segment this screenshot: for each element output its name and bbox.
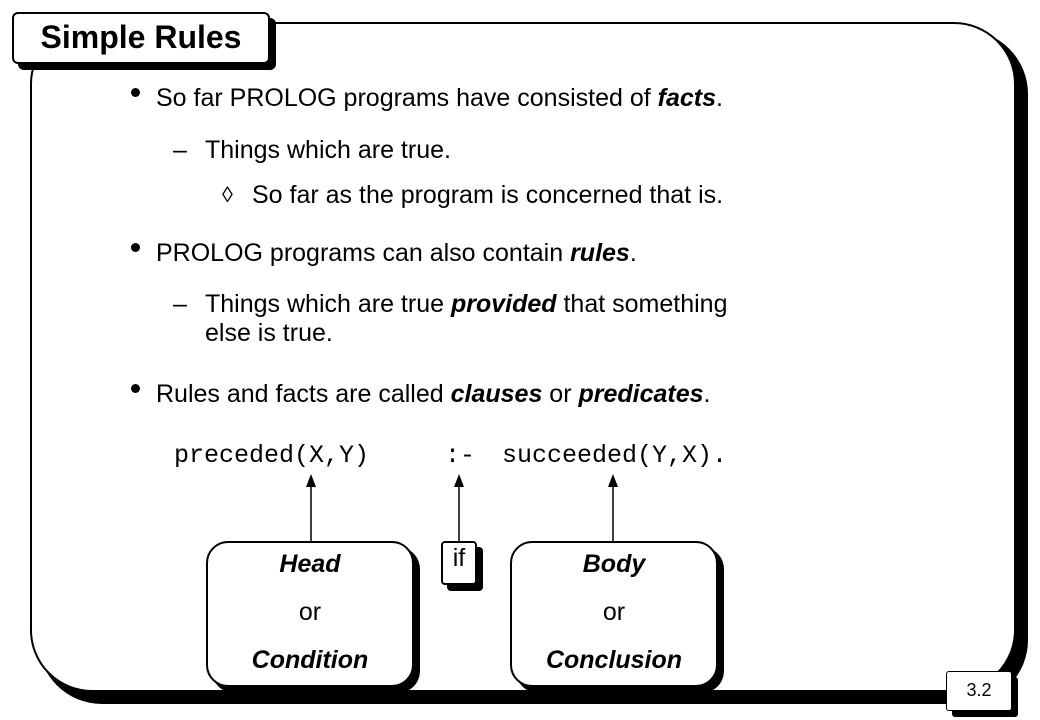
diamond-icon: ◊	[222, 182, 233, 207]
arrow-if	[454, 474, 464, 543]
condition-label: Condition	[251, 646, 369, 674]
bullet-3-text: Rules and facts are called	[156, 380, 451, 408]
body-label: Body	[582, 550, 646, 578]
body-box: Body or Conclusion	[510, 541, 718, 687]
code-operator: :-	[445, 441, 476, 470]
sub-bullet-marker: –	[173, 290, 187, 318]
title-box	[12, 12, 270, 64]
body-or-label: or	[602, 598, 626, 626]
head-or-label: or	[298, 598, 322, 626]
sub-bullet-2-line2: else is true.	[205, 319, 333, 347]
bullet-dot	[131, 384, 140, 393]
bullet-2-emphasis: rules	[570, 239, 630, 267]
bullet-2-text: PROLOG programs can also contain	[156, 239, 571, 267]
slide-title: Simple Rules	[40, 19, 242, 55]
sub-bullet-2-emphasis: provided	[450, 290, 557, 318]
if-box: if	[441, 541, 477, 585]
bullet-2: PROLOG programs can also contain rules.	[156, 238, 637, 268]
page-number: 3.2	[946, 671, 1012, 711]
head-label: Head	[279, 550, 341, 578]
arrow-head	[306, 474, 316, 543]
bullet-3-emphasis-2: predicates	[578, 380, 704, 408]
sub-bullet-2-text: Things which are true	[205, 290, 451, 318]
head-box: Head or Condition	[206, 541, 414, 687]
sub-bullet-marker: –	[173, 136, 187, 164]
sub-bullet-2: Things which are true provided that some…	[205, 289, 727, 319]
bullet-dot	[131, 243, 140, 252]
code-body: succeeded(Y,X).	[502, 441, 728, 470]
bullet-3-emphasis: clauses	[450, 380, 543, 408]
conclusion-label: Conclusion	[545, 646, 683, 674]
bullet-1-end: .	[716, 84, 723, 112]
bullet-1-text: So far PROLOG programs have consisted of	[156, 84, 658, 112]
sub-sub-bullet: So far as the program is concerned that …	[252, 181, 724, 209]
bullet-3: Rules and facts are called clauses or pr…	[156, 379, 711, 409]
sub-bullet-2-end: that something	[556, 290, 728, 318]
bullet-1-emphasis: facts	[657, 84, 716, 112]
sub-bullet-1: Things which are true.	[205, 136, 451, 164]
arrow-body	[608, 474, 618, 543]
bullet-dot	[131, 88, 140, 97]
bullet-1: So far PROLOG programs have consisted of…	[156, 83, 723, 113]
bullet-3-mid: or	[542, 380, 579, 408]
code-head: preceded(X,Y)	[174, 441, 370, 470]
bullet-2-end: .	[629, 239, 637, 267]
bullet-3-end: .	[703, 380, 711, 408]
